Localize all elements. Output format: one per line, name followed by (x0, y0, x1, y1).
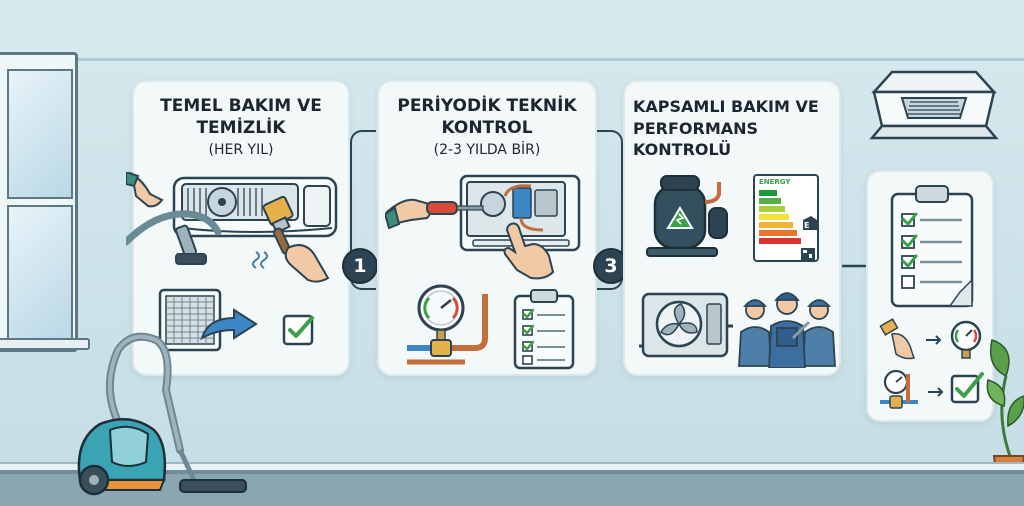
brush-icon (252, 195, 330, 283)
window-sill (0, 338, 90, 350)
screwdriver-icon (385, 198, 484, 230)
outdoor-unit-icon (639, 292, 733, 358)
step-panel-full-maintenance: KAPSAMLI BAKIM VE PERFORMANS KONTROLÜ EN… (623, 80, 841, 376)
step-1-title-line1: TEMEL BAKIM VE (160, 96, 322, 116)
step-1-subtitle: (HER YIL) (208, 142, 274, 158)
step-2-title-line1: PERİYODİK TEKNİK (397, 96, 577, 116)
gauge-to-check-icon (880, 369, 984, 409)
step-panel-periodic-check: PERİYODİK TEKNİK KONTROL (2-3 YILDA BİR) (377, 80, 597, 376)
energy-label-icon: ENERGY E (753, 174, 819, 262)
ceiling-line (0, 58, 1024, 61)
step-2-title-line2: KONTROL (441, 118, 533, 138)
step-1-title-line2: TEMİZLİK (196, 118, 286, 138)
step-3-title-line2: PERFORMANS KONTROLÜ (633, 119, 759, 159)
ceiling-cassette-icon (869, 70, 999, 140)
clipboard-icon (890, 185, 974, 308)
vacuum-icon (77, 332, 247, 496)
step-panel-basic-cleaning: TEMEL BAKIM VE TEMİZLİK (HER YIL) (126, 80, 350, 376)
clipboard-icon (513, 289, 575, 370)
qr-code-icon (801, 248, 815, 260)
step-number-1: 1 (342, 248, 378, 284)
connector-bracket-1 (350, 130, 376, 290)
step-3-title-line1: KAPSAMLI BAKIM VE (633, 97, 819, 116)
window-pane-top (7, 69, 73, 199)
baseboard (0, 462, 1024, 472)
ac-internal-icon (459, 174, 581, 252)
energy-bars-icon (759, 190, 817, 244)
connector-bracket-2 (597, 130, 623, 290)
technicians-icon (738, 292, 836, 368)
pointing-hand-icon (503, 222, 555, 280)
checkbox-icon (282, 314, 314, 346)
pressure-gauge-icon (407, 284, 488, 365)
energy-label-title: ENERGY (759, 178, 791, 186)
compressor-icon (646, 175, 728, 257)
floor (0, 470, 1024, 506)
brush-to-gauge-icon (879, 318, 982, 360)
step-2-subtitle: (2-3 YILDA BİR) (433, 142, 541, 158)
arrow-icon (200, 308, 258, 341)
window (0, 52, 78, 352)
vacuum-hose-icon (126, 172, 222, 265)
summary-panel (866, 170, 994, 422)
energy-grade: E (804, 221, 810, 230)
window-pane-bottom (7, 205, 73, 340)
